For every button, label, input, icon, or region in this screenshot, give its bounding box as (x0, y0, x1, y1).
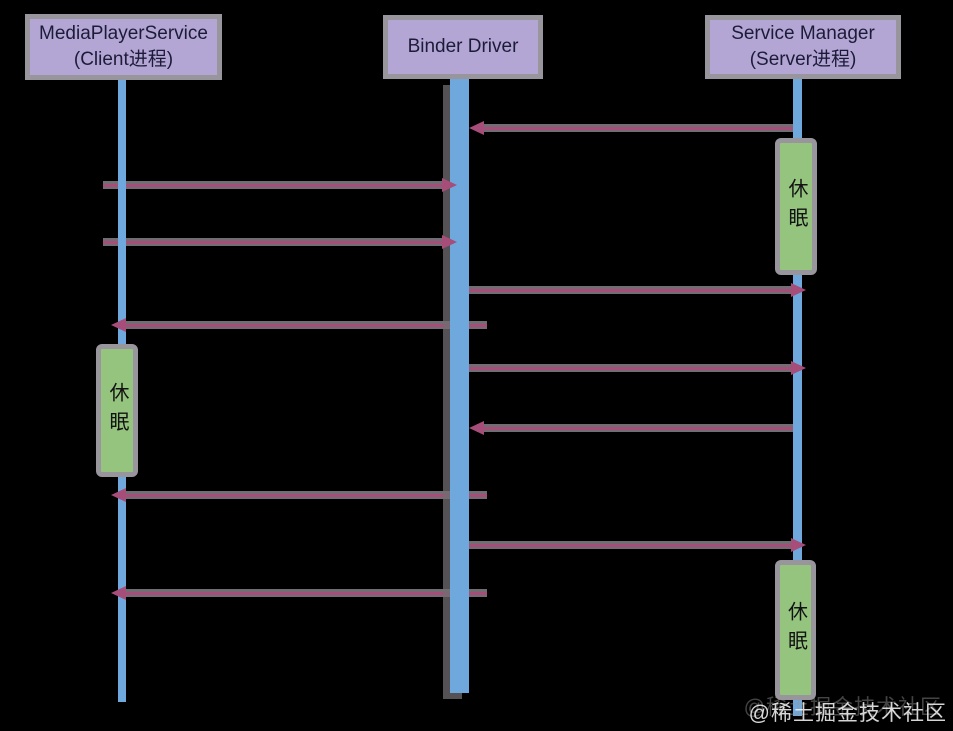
arrow-line (481, 427, 797, 430)
sleep-label: 休眠 (785, 177, 807, 236)
arrowhead-right-icon (442, 235, 457, 249)
message-arrow-3-media-player-service-to-binder-driver (103, 235, 457, 249)
message-arrow-8-binder-driver-to-media-player-service (111, 488, 487, 502)
sleep-box-2-media-player-service: 休眠 (96, 344, 138, 477)
arrowhead-left-icon (111, 586, 126, 600)
message-arrow-7-service-manager-to-binder-driver (469, 421, 797, 435)
message-arrow-2-media-player-service-to-binder-driver (103, 178, 457, 192)
arrowhead-left-icon (111, 318, 126, 332)
participant-label-line: Service Manager (731, 23, 875, 45)
arrow-line (455, 544, 794, 547)
message-arrow-6-binder-driver-to-service-manager (455, 361, 806, 375)
arrowhead-left-icon (469, 121, 484, 135)
participant-label-line: (Client进程) (73, 49, 174, 70)
message-arrow-1-service-manager-to-binder-driver (469, 121, 797, 135)
watermark: @稀土掘金技术社区 (748, 702, 947, 725)
arrowhead-right-icon (791, 361, 806, 375)
arrow-line (455, 367, 794, 370)
participant-label-line: (Server进程) (749, 49, 857, 70)
lifeline-service-manager (793, 79, 802, 716)
message-arrow-9-binder-driver-to-service-manager (455, 538, 806, 552)
participant-box-service-manager: Service Manager (Server进程) (705, 15, 901, 79)
arrow-line (481, 127, 797, 130)
sleep-box-3-service-manager: 休眠 (775, 560, 816, 700)
lifeline-binder-driver (450, 79, 469, 693)
arrowhead-right-icon (791, 538, 806, 552)
message-arrow-10-binder-driver-to-media-player-service (111, 586, 487, 600)
participant-box-media-player-service: MediaPlayerService (Client进程) (25, 14, 222, 80)
arrow-line (123, 324, 487, 327)
message-arrow-4-binder-driver-to-service-manager (455, 283, 806, 297)
arrow-line (103, 241, 445, 244)
participant-label-line: MediaPlayerService (39, 23, 208, 45)
sleep-box-1-service-manager: 休眠 (775, 138, 817, 275)
sleep-label: 休眠 (106, 381, 128, 440)
sleep-label: 休眠 (784, 601, 807, 659)
arrowhead-right-icon (791, 283, 806, 297)
arrowhead-right-icon (442, 178, 457, 192)
arrow-line (455, 289, 794, 292)
arrow-line (103, 184, 445, 187)
arrowhead-left-icon (111, 488, 126, 502)
participant-label-line: Binder Driver (407, 36, 519, 58)
arrow-line (123, 494, 487, 497)
arrow-line (123, 592, 487, 595)
participant-box-binder-driver: Binder Driver (383, 15, 543, 79)
message-arrow-5-binder-driver-to-media-player-service (111, 318, 487, 332)
arrowhead-left-icon (469, 421, 484, 435)
